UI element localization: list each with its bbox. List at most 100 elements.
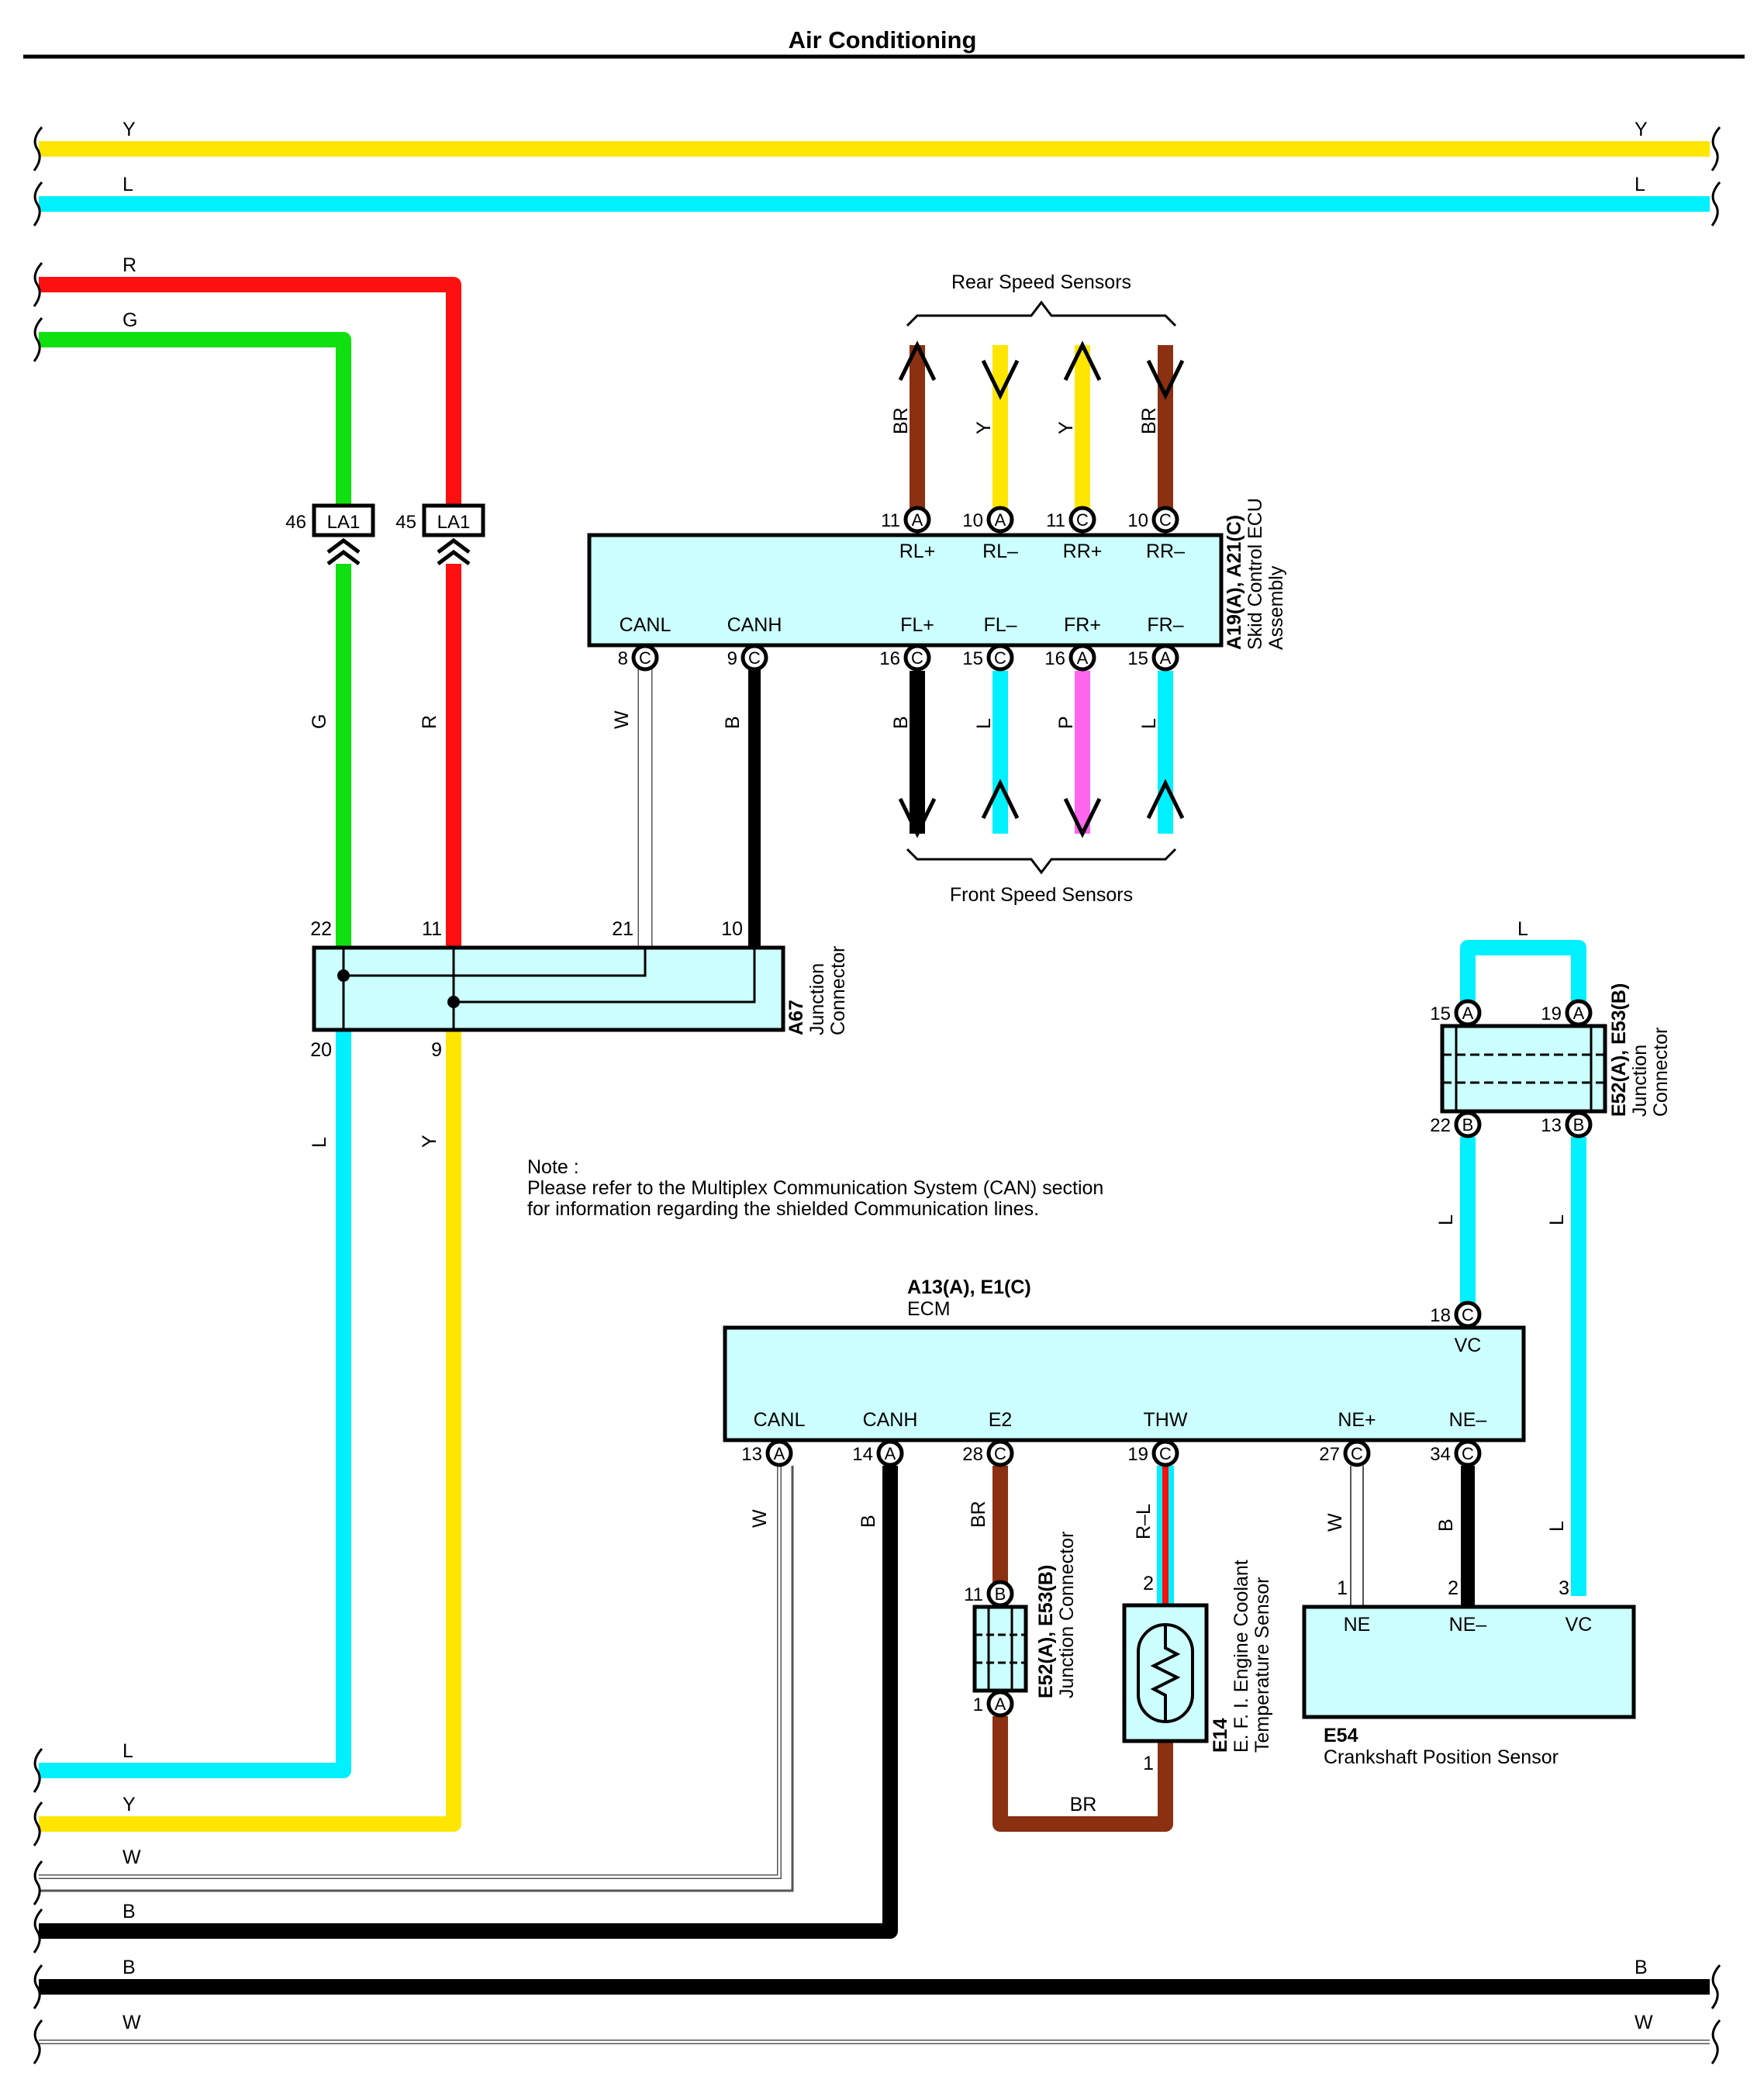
ecm-vc-terminal [1454,1301,1482,1328]
ecm-terminal [986,1439,1014,1467]
ecu-bottom-terminal [903,644,931,672]
arrow-down-icon [1063,797,1102,838]
terminal-pin-number: 11 [964,1584,983,1605]
terminal-pin-number: 27 [1319,1444,1340,1465]
wire-y-left [39,1030,461,1832]
ecm-name: A13(A), E1(C) [907,1276,1031,1298]
jc-right-name: E52(A), E53(B) [1608,983,1630,1117]
terminal-pin-number: 13 [1541,1115,1562,1136]
wire-code-r: R [419,715,440,729]
wire-break-mark [33,1909,43,1954]
wire-code-g: G [123,309,137,331]
wire-code-y: Y [123,119,136,140]
jc-terminal [1565,999,1593,1027]
splice-dot [447,996,460,1008]
terminal-pin-number: 10 [1127,510,1148,531]
terminal-pin-number: 34 [1430,1444,1451,1465]
wire-break-left [33,181,43,226]
terminal-pin-number: 15 [1430,1004,1451,1024]
wire-l-left [39,1030,351,1778]
la1-connector [422,503,485,537]
arrow-up-icon [898,340,937,382]
la1-label: LA1 [327,512,361,533]
ecm-terminal [1343,1439,1371,1467]
wire-break-mark [33,1748,43,1793]
terminal-pin-number: 15 [962,648,983,669]
jc-terminal [1454,999,1482,1027]
ecm-terminal [765,1439,793,1467]
wire-code-b: B [858,1515,879,1528]
wire-code-r: R [123,254,136,276]
e54-pin: 2 [1448,1577,1458,1599]
ecu-terminal-label: RL+ [899,541,936,562]
arrow-down-icon [981,359,1020,400]
terminal-pin-number: 1 [973,1694,983,1715]
skid-ecu-name: A19(A), A21(C) [1224,515,1245,650]
ecm-terminal-label: NE+ [1338,1409,1376,1431]
rear-speed-sensors-label: Rear Speed Sensors [951,271,1131,293]
ecm-terminal-label: NE– [1449,1409,1487,1431]
e52-e53-junction-connector [1440,1024,1607,1114]
splice-dot [337,969,350,982]
wire-code-l: L [1138,718,1160,729]
small-jc-desc: Junction Connector [1056,1532,1078,1698]
ecm-terminal-label: E2 [989,1409,1013,1431]
wire-break-right [1710,181,1721,226]
wire-code-b: B [1635,1957,1648,1978]
wire-code-w: W [123,1846,141,1868]
ecu-terminal-label: RR+ [1063,541,1103,562]
ecm-desc: ECM [907,1298,951,1320]
terminal-connector-letter: A [1462,1004,1474,1023]
terminal-connector-letter: A [912,510,923,530]
terminal-pin-number: 11 [881,510,900,531]
la1-connector [312,503,375,537]
terminal-connector-letter: C [748,648,761,668]
e54-name: E54 [1324,1725,1358,1746]
e14-name: E14 [1210,1718,1231,1753]
terminal-pin-number: 16 [879,648,900,669]
terminal-connector-letter: A [995,510,1006,530]
front-speed-sensors-label: Front Speed Sensors [950,884,1133,906]
wire-break-left [33,126,43,171]
wire-code-b: B [1435,1518,1457,1532]
terminal-pin-number: 13 [741,1444,762,1465]
ecu-terminal-label: FR+ [1064,614,1101,636]
wire-code-br: BR [890,407,912,434]
wire-code-br: BR [968,1501,989,1528]
double-chevron-icon [437,537,471,565]
wire-code-br: BR [1138,407,1160,434]
ecu-terminal-label: FL+ [900,614,934,636]
wire-break-right [1710,1964,1721,2009]
front-sensors-bracket [906,848,1177,875]
wire-code-p: P [1055,716,1077,729]
ecm-terminal-label: VC [1455,1335,1482,1356]
wire-code-l: L [973,718,995,729]
page-title: Air Conditioning [789,26,977,54]
terminal-connector-letter: C [1076,510,1089,530]
e54-terminal-label: NE– [1449,1614,1487,1636]
e54-desc: Crankshaft Position Sensor [1324,1746,1559,1768]
e54-crankshaft-sensor [1302,1605,1636,1719]
jc-terminal [1565,1111,1593,1138]
terminal-connector-letter: A [1160,648,1172,668]
wire-b-canh-ecm [39,1466,898,1939]
ecu-bottom-terminal [1068,644,1096,672]
wire-code-w: W [1324,1513,1346,1532]
terminal-connector-letter: C [1462,1305,1474,1325]
wire-code-l: L [1546,1214,1568,1225]
terminal-pin-number: 19 [1541,1004,1562,1024]
wire-break-left [33,2019,43,2064]
terminal-pin-number: 15 [1127,648,1148,669]
wire-w-canl-ecm [39,1466,781,1878]
wire-code-y: Y [1635,119,1648,140]
e14-pin: 1 [1143,1753,1154,1774]
wires-layer [39,141,1710,2044]
la1-pin: 45 [395,512,416,533]
wire-code-b: B [722,716,744,729]
terminal-connector-letter: C [994,648,1006,668]
wire-code-w: W [611,710,633,729]
la1-label: LA1 [437,512,471,533]
wire-code-rl: R–L [1133,1504,1155,1539]
ecm-terminal [1454,1439,1482,1467]
terminal-connector-letter: C [1159,1444,1172,1463]
